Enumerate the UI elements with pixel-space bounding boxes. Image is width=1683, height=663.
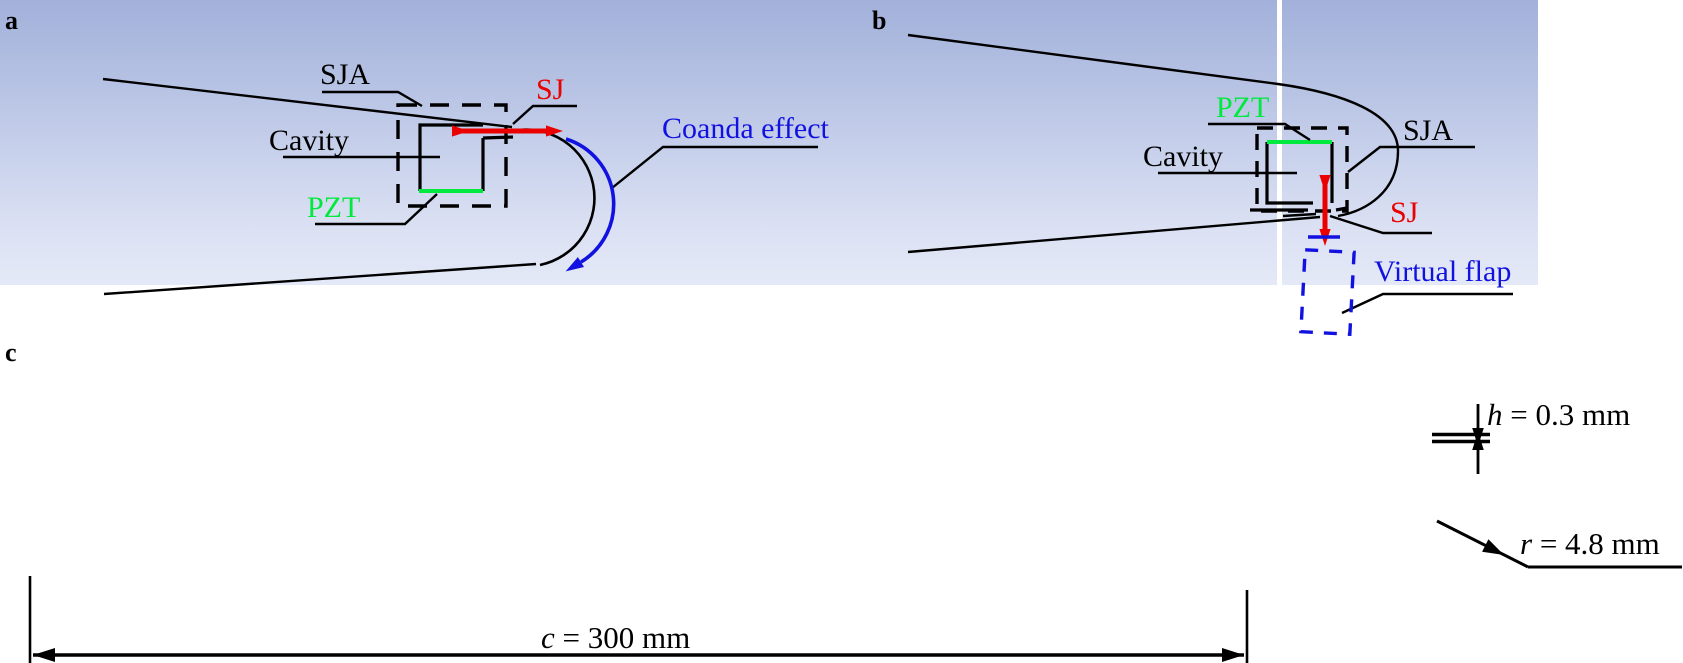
virtual-flap-leader: [1341, 292, 1513, 315]
label-sja-a: SJA: [320, 58, 371, 91]
airfoil-lower-surface: [27, 515, 1222, 615]
label-cavity-a: Cavity: [269, 124, 349, 157]
slot-height-dimension-label: h = 0.3 mm: [1487, 399, 1630, 430]
r-leader-diagonal: [1436, 519, 1529, 569]
chord-symbol: c: [541, 620, 555, 655]
jet-slot-channel: [1329, 435, 1435, 444]
label-sj-b: SJ: [1390, 196, 1419, 229]
cavity-slit: [1417, 512, 1427, 614]
lower-surface: [1279, 612, 1419, 627]
panel-c-letter: c: [5, 338, 17, 367]
radius-symbol: r: [1520, 526, 1533, 561]
coanda-surface-arc: [1431, 445, 1519, 609]
radius-value: = 4.8 mm: [1532, 526, 1660, 561]
chord-dimension-label: c = 300 mm: [541, 622, 690, 653]
label-coanda-effect: Coanda effect: [662, 112, 829, 145]
slot-value: = 0.3 mm: [1502, 397, 1631, 432]
slot-symbol: h: [1487, 397, 1503, 432]
label-cavity-b: Cavity: [1143, 140, 1223, 173]
cad-panel-airfoil: [0, 0, 1277, 285]
jet-slot: [1200, 491, 1234, 497]
chord-arrowhead-right: [1222, 648, 1244, 662]
label-virtual-flap: Virtual flap: [1374, 255, 1512, 288]
r-arrowhead: [1482, 539, 1504, 555]
label-sja-b: SJA: [1403, 114, 1454, 147]
airfoil-upper-surface: [27, 409, 1201, 517]
label-pzt-a: PZT: [307, 191, 361, 224]
chord-value: = 300 mm: [554, 620, 691, 655]
panel-a-letter: a: [5, 6, 18, 35]
trailing-edge-arc: [1219, 491, 1255, 547]
label-sj-a: SJ: [536, 73, 565, 106]
chord-arrowhead-left: [33, 648, 55, 662]
panel-b-letter: b: [872, 6, 887, 35]
panel-c-zoom-outline: [1279, 404, 1682, 627]
label-pzt-b: PZT: [1216, 91, 1270, 124]
upper-surface: [1281, 415, 1433, 435]
radius-dimension-label: r = 4.8 mm: [1520, 528, 1660, 559]
